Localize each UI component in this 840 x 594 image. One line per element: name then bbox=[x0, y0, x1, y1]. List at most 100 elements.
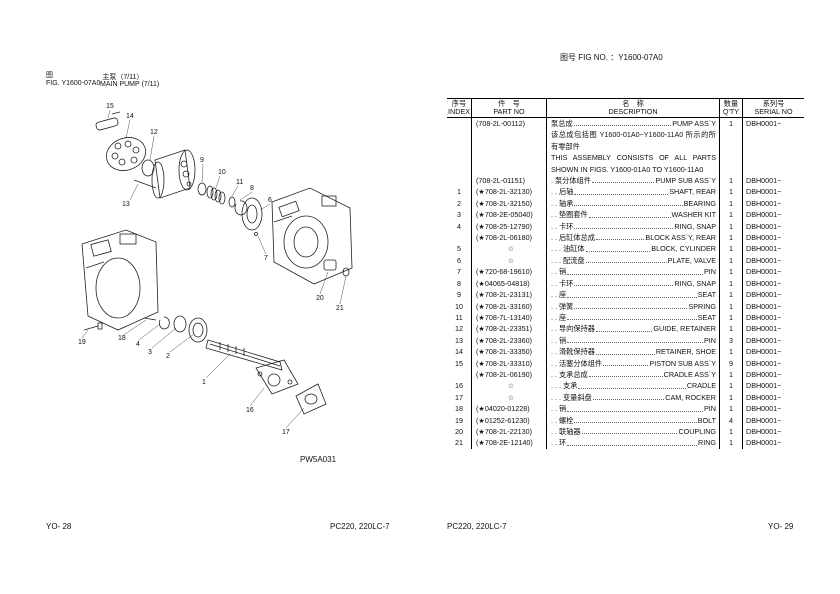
cell-qty: 1 bbox=[719, 403, 743, 415]
cell-qty: 1 bbox=[719, 266, 743, 278]
description-en: WASHER KIT bbox=[671, 210, 716, 220]
description-zh: . 泵分体组件 bbox=[551, 176, 591, 186]
leader-dots bbox=[574, 278, 674, 287]
cell-part-no bbox=[471, 152, 547, 176]
description-en: GUIDE, RETAINER bbox=[653, 324, 716, 334]
cell-part-no: (★708-2L-33350) bbox=[471, 346, 547, 358]
leader-dots bbox=[573, 118, 672, 127]
leader-dots bbox=[591, 175, 655, 184]
cell-note: 该总成包括图 Y1600-01A0~Y1600-11A0 所示的所有零部件 bbox=[546, 129, 720, 153]
callout-16: 16 bbox=[246, 407, 254, 414]
cell-serial: DBH0001~ bbox=[746, 347, 782, 357]
description-line: . . 座 SEAT bbox=[551, 312, 716, 323]
table-note-row: 该总成包括图 Y1600-01A0~Y1600-11A0 所示的所有零部件 bbox=[447, 129, 804, 153]
table-note-row: THIS ASSEMBLY CONSISTS OF ALL PARTS SHOW… bbox=[447, 152, 804, 176]
description-zh: . . . 支承 bbox=[551, 381, 578, 391]
cell-serial: DBH0001~ bbox=[746, 198, 782, 208]
description-en: PIN bbox=[704, 335, 716, 345]
description-en: SEAT bbox=[697, 312, 716, 322]
cell-index: 13 bbox=[447, 334, 472, 347]
description-en: PLATE, VALVE bbox=[667, 255, 716, 265]
drawing-code: PW5A031 bbox=[300, 455, 337, 464]
description-zh: . . 导向保持器 bbox=[551, 324, 595, 334]
callout-14: 14 bbox=[126, 113, 134, 120]
callout-7: 7 bbox=[264, 255, 268, 262]
description-zh: . . 座 bbox=[551, 312, 567, 322]
leader-dots bbox=[567, 403, 704, 412]
description-en: SHAFT, REAR bbox=[669, 187, 716, 197]
cell-index bbox=[447, 129, 472, 153]
cell-serial: DBH0001~ bbox=[746, 381, 782, 391]
leader-dots bbox=[595, 346, 655, 355]
cell-part-no: (708-2L-00112) bbox=[471, 117, 547, 130]
callout-12: 12 bbox=[150, 129, 158, 136]
description-zh: . . 座 bbox=[551, 290, 567, 300]
cell-serial: DBH0001~ bbox=[746, 278, 782, 288]
cell-description: . . 销 PIN bbox=[546, 266, 720, 278]
cell-qty: 1 bbox=[719, 300, 743, 312]
cell-serial: DBH0001~ bbox=[746, 335, 782, 345]
description-zh: . . 后轴 bbox=[551, 187, 574, 197]
leader-dots bbox=[567, 335, 704, 344]
cell-serial: DBH0001~ bbox=[746, 324, 782, 334]
cell-part-no: ☆ bbox=[471, 391, 547, 404]
piston-part bbox=[95, 111, 121, 131]
fig-number-header: 图号 FIG NO. ：Y1600-07A0 bbox=[560, 53, 663, 62]
ring-part bbox=[342, 267, 350, 277]
pin-18-part bbox=[143, 317, 157, 321]
callout-15: 15 bbox=[106, 103, 114, 110]
description-zh: . . 支承总成 bbox=[551, 369, 588, 379]
retainer-shoe-part bbox=[106, 137, 146, 171]
cell-qty: 1 bbox=[719, 391, 743, 404]
description-line: . . 导向保持器 GUIDE, RETAINER bbox=[551, 323, 716, 334]
cell-qty: 1 bbox=[719, 323, 743, 335]
washer-kit-part bbox=[173, 315, 187, 333]
callout-21: 21 bbox=[336, 305, 344, 312]
seat-part bbox=[197, 182, 207, 196]
leader-dots bbox=[595, 232, 645, 241]
coupling-part bbox=[323, 259, 337, 271]
callout-2: 2 bbox=[166, 353, 170, 360]
cell-serial: DBH0001~ bbox=[746, 221, 782, 231]
leader-dots bbox=[574, 301, 688, 309]
cell-part-no: (★708-2L-06190) bbox=[471, 368, 547, 381]
cell-part-no: (★708-2L-33310) bbox=[471, 357, 547, 369]
description-en: RING, SNAP bbox=[674, 278, 716, 288]
callout-6: 6 bbox=[268, 197, 272, 204]
cell-index: 9 bbox=[447, 289, 472, 301]
cell-serial: DBH0001~ bbox=[746, 358, 782, 368]
description-en: PUMP ASS`Y bbox=[672, 119, 716, 128]
cell-part-no: ☆ bbox=[471, 254, 547, 267]
cell-index: 12 bbox=[447, 323, 472, 335]
cell-qty: 4 bbox=[719, 414, 743, 426]
description-zh: . . 销 bbox=[551, 267, 567, 277]
footer-page-left: YO- 28 bbox=[46, 522, 72, 531]
cell-qty: 1 bbox=[719, 243, 743, 255]
description-en: RING, SNAP bbox=[674, 221, 716, 231]
cell-index bbox=[447, 368, 472, 381]
cradle-part bbox=[255, 359, 299, 395]
cell-qty: 1 bbox=[719, 254, 743, 267]
description-en: PIN bbox=[704, 267, 716, 277]
cell-qty: 1 bbox=[719, 437, 743, 449]
guide-retainer-part bbox=[141, 159, 155, 177]
